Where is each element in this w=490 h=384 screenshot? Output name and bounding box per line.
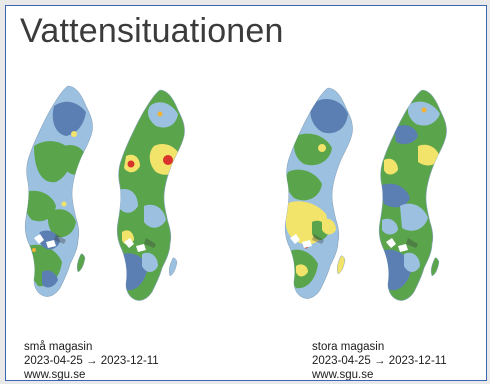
map-small-aquifers-start bbox=[24, 85, 94, 298]
date-to: 2023-12-11 bbox=[388, 355, 447, 367]
map-small-aquifers-end bbox=[116, 89, 186, 302]
caption-label: stora magasin bbox=[312, 341, 385, 353]
date-from: 2023-04-25 bbox=[24, 355, 83, 367]
date-from: 2023-04-25 bbox=[312, 355, 371, 367]
map-large-aquifers-end bbox=[378, 89, 448, 302]
caption-source: www.sgu.se bbox=[312, 369, 374, 381]
slide-title: Vattensituationen bbox=[20, 12, 284, 50]
groundwater-maps bbox=[24, 85, 448, 302]
caption-small-aquifers: små magasin 2023-04-25 → 2023-12-11 www.… bbox=[24, 340, 159, 381]
map-large-aquifers-start bbox=[284, 87, 354, 300]
caption-label: små magasin bbox=[24, 341, 93, 353]
caption-source: www.sgu.se bbox=[24, 369, 86, 381]
date-to: 2023-12-11 bbox=[100, 355, 159, 367]
arrow-icon: → bbox=[86, 355, 98, 367]
caption-date-range: 2023-04-25 → 2023-12-11 bbox=[312, 354, 447, 368]
caption-large-aquifers: stora magasin 2023-04-25 → 2023-12-11 ww… bbox=[312, 340, 447, 381]
caption-date-range: 2023-04-25 → 2023-12-11 bbox=[24, 354, 159, 368]
slide: Vattensituationen bbox=[5, 5, 487, 381]
arrow-icon: → bbox=[374, 355, 386, 367]
